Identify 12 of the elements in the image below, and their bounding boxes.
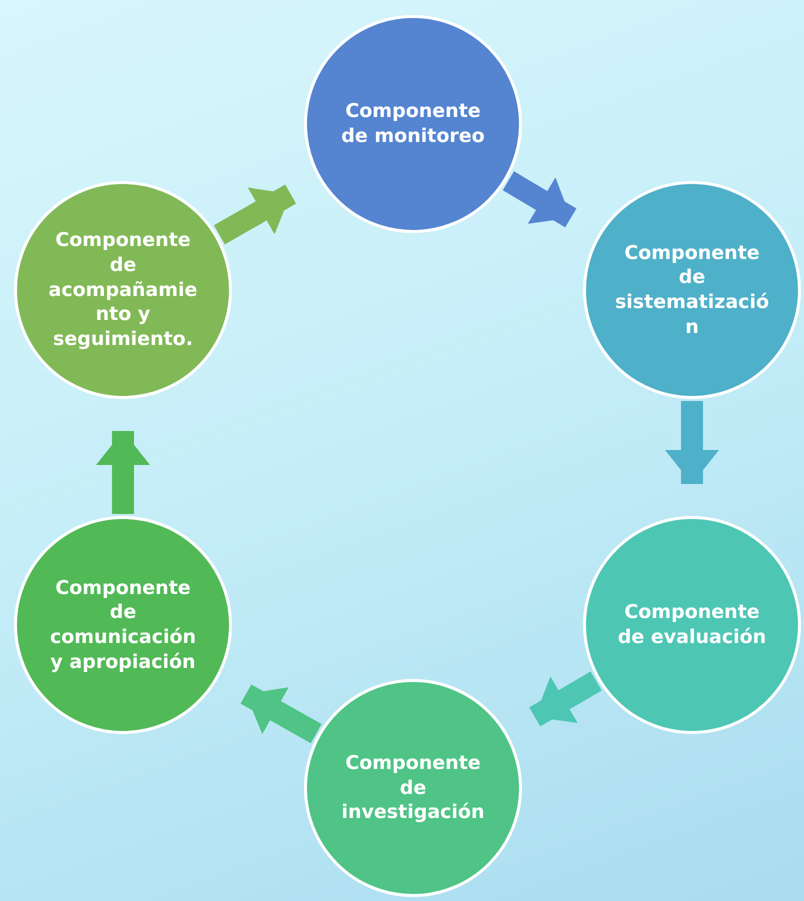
block-arrow: [96, 431, 150, 514]
block-arrow: [240, 684, 322, 744]
circle-label: Componente de monitoreo: [340, 99, 486, 149]
circle-label: Componente de comunicación y apropiación: [48, 576, 198, 674]
block-arrow: [665, 401, 719, 484]
block-arrow: [529, 671, 602, 726]
circle-label: Componente de evaluación: [616, 600, 768, 650]
circle-label: Componente de investigación: [340, 750, 486, 826]
circle-label: Componente de acompañamiento y seguimiento.: [48, 228, 198, 352]
circle-label: Componente de sistematización: [614, 240, 770, 340]
block-arrow: [214, 184, 296, 244]
block-arrow: [502, 171, 576, 228]
